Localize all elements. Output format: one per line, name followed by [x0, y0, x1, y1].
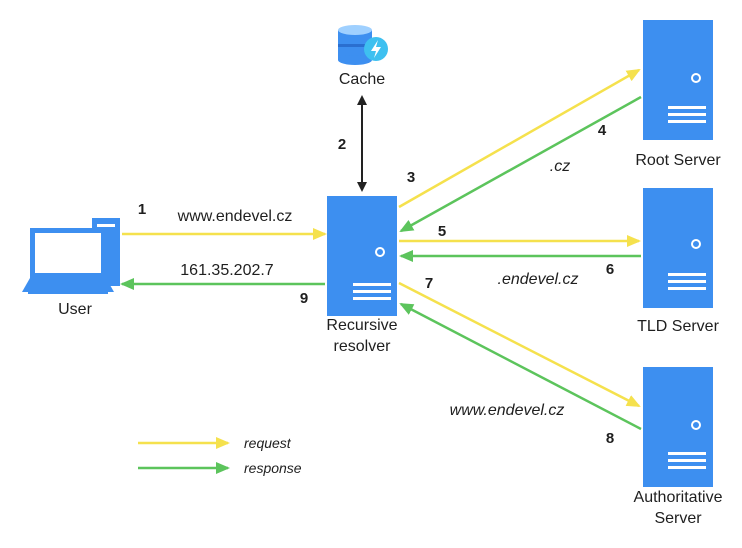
- edge-label-root-reply: .cz: [550, 158, 570, 175]
- node-label-cache: Cache: [339, 71, 385, 88]
- node-label-authoritative-line2: Server: [654, 510, 702, 527]
- legend: request response: [138, 435, 302, 476]
- step-number-7: 7: [425, 275, 433, 292]
- node-label-tld: TLD Server: [637, 318, 719, 335]
- authoritative-server-icon: [643, 367, 713, 487]
- edge-label-tld-reply: .endevel.cz: [498, 271, 579, 288]
- arrow-3-request-resolver-to-root: [398, 68, 641, 209]
- node-label-root: Root Server: [635, 152, 721, 169]
- step-number-8: 8: [606, 430, 614, 447]
- step-number-3: 3: [407, 169, 415, 186]
- step-number-5: 5: [438, 223, 446, 240]
- edge-label-authoritative-reply: www.endevel.cz: [450, 402, 565, 419]
- resolver-server-icon: [327, 196, 397, 316]
- root-server-icon: [643, 20, 713, 140]
- desktop-computer-icon: [22, 218, 120, 294]
- edge-label-answer: 161.35.202.7: [180, 262, 274, 279]
- node-label-resolver-line2: resolver: [334, 338, 392, 355]
- legend-request-label: request: [244, 435, 292, 451]
- node-label-resolver-line1: Recursive: [326, 317, 397, 334]
- arrow-8-response-authoritative-to-resolver: [399, 302, 642, 431]
- step-number-2: 2: [338, 136, 346, 153]
- arrow-4-response-root-to-resolver: [399, 95, 642, 233]
- database-cache-icon: [338, 25, 388, 65]
- node-label-authoritative-line1: Authoritative: [634, 489, 723, 506]
- edge-label-query: www.endevel.cz: [177, 208, 293, 225]
- step-number-4: 4: [598, 122, 607, 139]
- legend-response-label: response: [244, 460, 302, 476]
- step-number-6: 6: [606, 261, 614, 278]
- arrow-7-request-resolver-to-authoritative: [398, 281, 641, 408]
- step-number-9: 9: [300, 290, 308, 307]
- step-number-1: 1: [138, 201, 146, 218]
- node-label-user: User: [58, 301, 92, 318]
- tld-server-icon: [643, 188, 713, 308]
